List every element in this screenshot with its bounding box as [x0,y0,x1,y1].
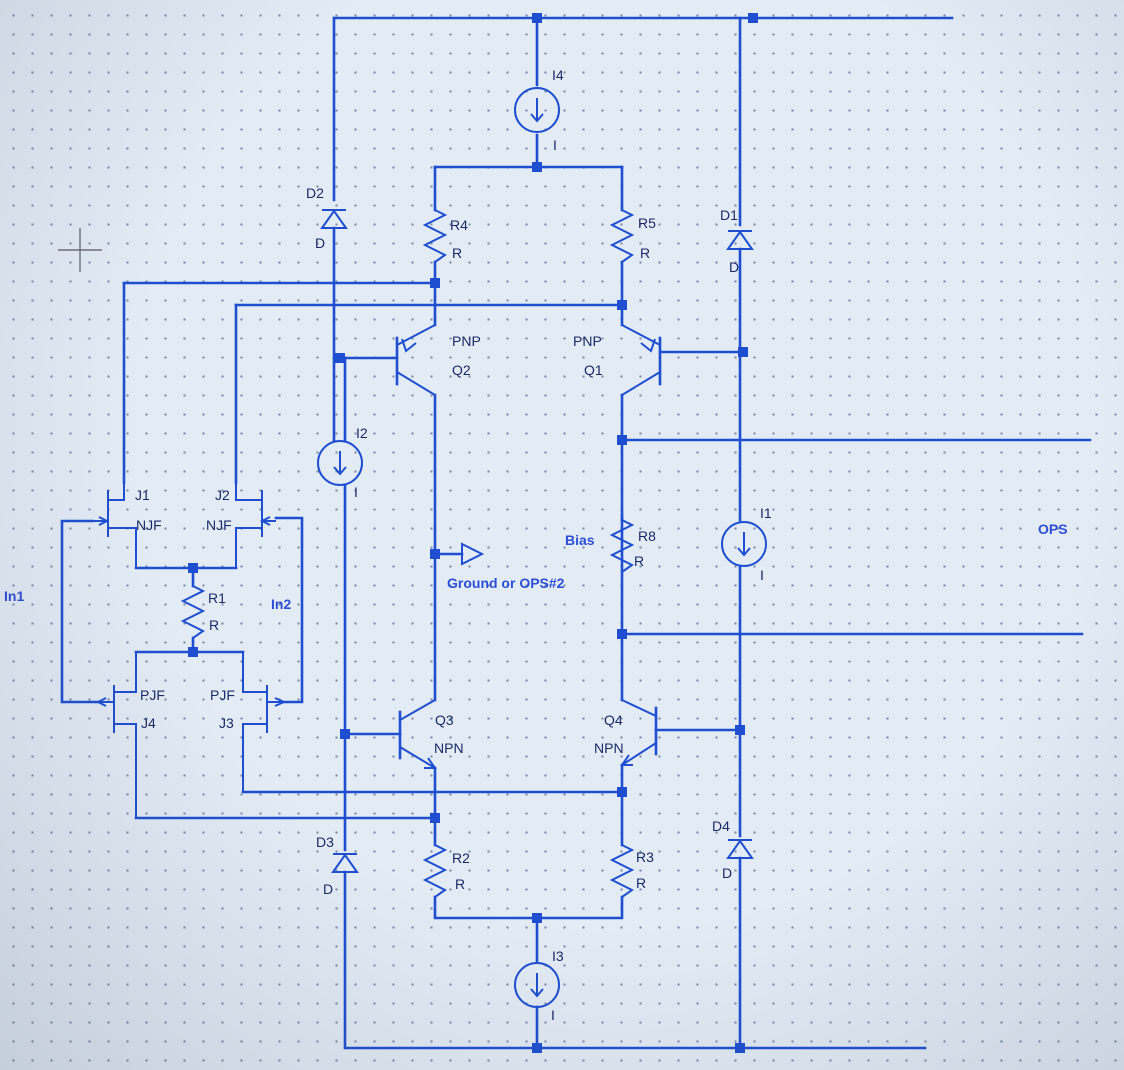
current-source-i3[interactable] [514,962,560,1008]
q4-type: NPN [594,740,624,756]
q2-type: PNP [452,333,481,349]
r5-label: R5 [638,215,656,231]
r8-value: R [634,553,644,569]
r3-label: R3 [636,849,654,865]
in1-gate-wire [60,519,100,704]
j1-label: J1 [135,487,150,503]
transistor-q1[interactable] [621,324,742,396]
d3-label: D3 [316,834,334,850]
resistor-r1[interactable] [180,585,206,639]
d4-label: D4 [712,818,730,834]
diode-d3[interactable] [331,853,359,873]
ground-or-ops2-flag-icon[interactable] [461,542,485,566]
resistor-r3[interactable] [609,844,635,898]
current-source-i4[interactable] [514,87,560,133]
net-label-in1[interactable]: In1 [4,588,24,604]
j2-label: J2 [215,487,230,503]
net-label-bias[interactable]: Bias [565,532,595,548]
i4-value: I [553,137,557,153]
q4-label: Q4 [604,712,623,728]
r2-label: R2 [452,850,470,866]
diode-d1[interactable] [726,230,754,250]
resistor-r5[interactable] [609,209,635,263]
jfet-j2[interactable] [235,483,276,568]
j2-type: NJF [206,517,232,533]
i4-branch-wires [433,16,624,212]
q3-type: NPN [434,740,464,756]
r4-label: R4 [450,217,468,233]
r8-label: R8 [638,528,656,544]
resistor-r2[interactable] [422,844,448,898]
r2-r3-join-wire [433,895,624,920]
diode-d4[interactable] [726,839,754,859]
q2-label: Q2 [452,362,471,378]
jfet-j3[interactable] [242,652,287,792]
jfet-j1[interactable] [93,483,137,568]
i1-value: I [760,567,764,583]
in2-gate-wire [274,516,304,704]
d2-value: D [315,235,325,251]
r4-value: R [452,245,462,261]
i3-value: I [551,1007,555,1023]
r1-label: R1 [208,590,226,606]
r2-value: R [455,876,465,892]
i4-label: I4 [552,67,564,83]
d1-value: D [729,259,739,275]
net-label-ground[interactable]: Ground or OPS#2 [447,575,565,591]
transistor-q4[interactable] [620,699,742,766]
r5-value: R [640,245,650,261]
d3-value: D [323,881,333,897]
j4-type: PJF [140,687,165,703]
i1-label: I1 [760,505,772,521]
r3-value: R [636,875,646,891]
resistor-r4[interactable] [422,209,448,263]
i3-label: I3 [552,948,564,964]
d2-label: D2 [306,185,324,201]
current-source-i1[interactable] [721,521,767,567]
r1-value: R [209,617,219,633]
i2-label: I2 [356,425,368,441]
diode-d2[interactable] [320,209,348,229]
j1-type: NJF [136,517,162,533]
q3-label: Q3 [435,712,454,728]
j3-type: PJF [210,687,235,703]
net-label-in2[interactable]: In2 [271,596,291,612]
d4-value: D [722,865,732,881]
current-source-i2[interactable] [317,440,363,486]
transistor-q3[interactable] [343,699,437,769]
q1-type: PNP [573,333,602,349]
transistor-q2[interactable] [332,324,436,396]
net-label-ops[interactable]: OPS [1038,521,1068,537]
q1-label: Q1 [584,362,603,378]
j4-label: J4 [141,715,156,731]
jfet-j4[interactable] [95,652,137,818]
crosshair-cursor-icon [58,228,102,272]
j3-label: J3 [219,715,234,731]
resistor-r8-bias[interactable] [609,513,635,573]
d1-label: D1 [720,207,738,223]
i2-value: I [354,484,358,500]
junction-dots [188,13,758,1053]
